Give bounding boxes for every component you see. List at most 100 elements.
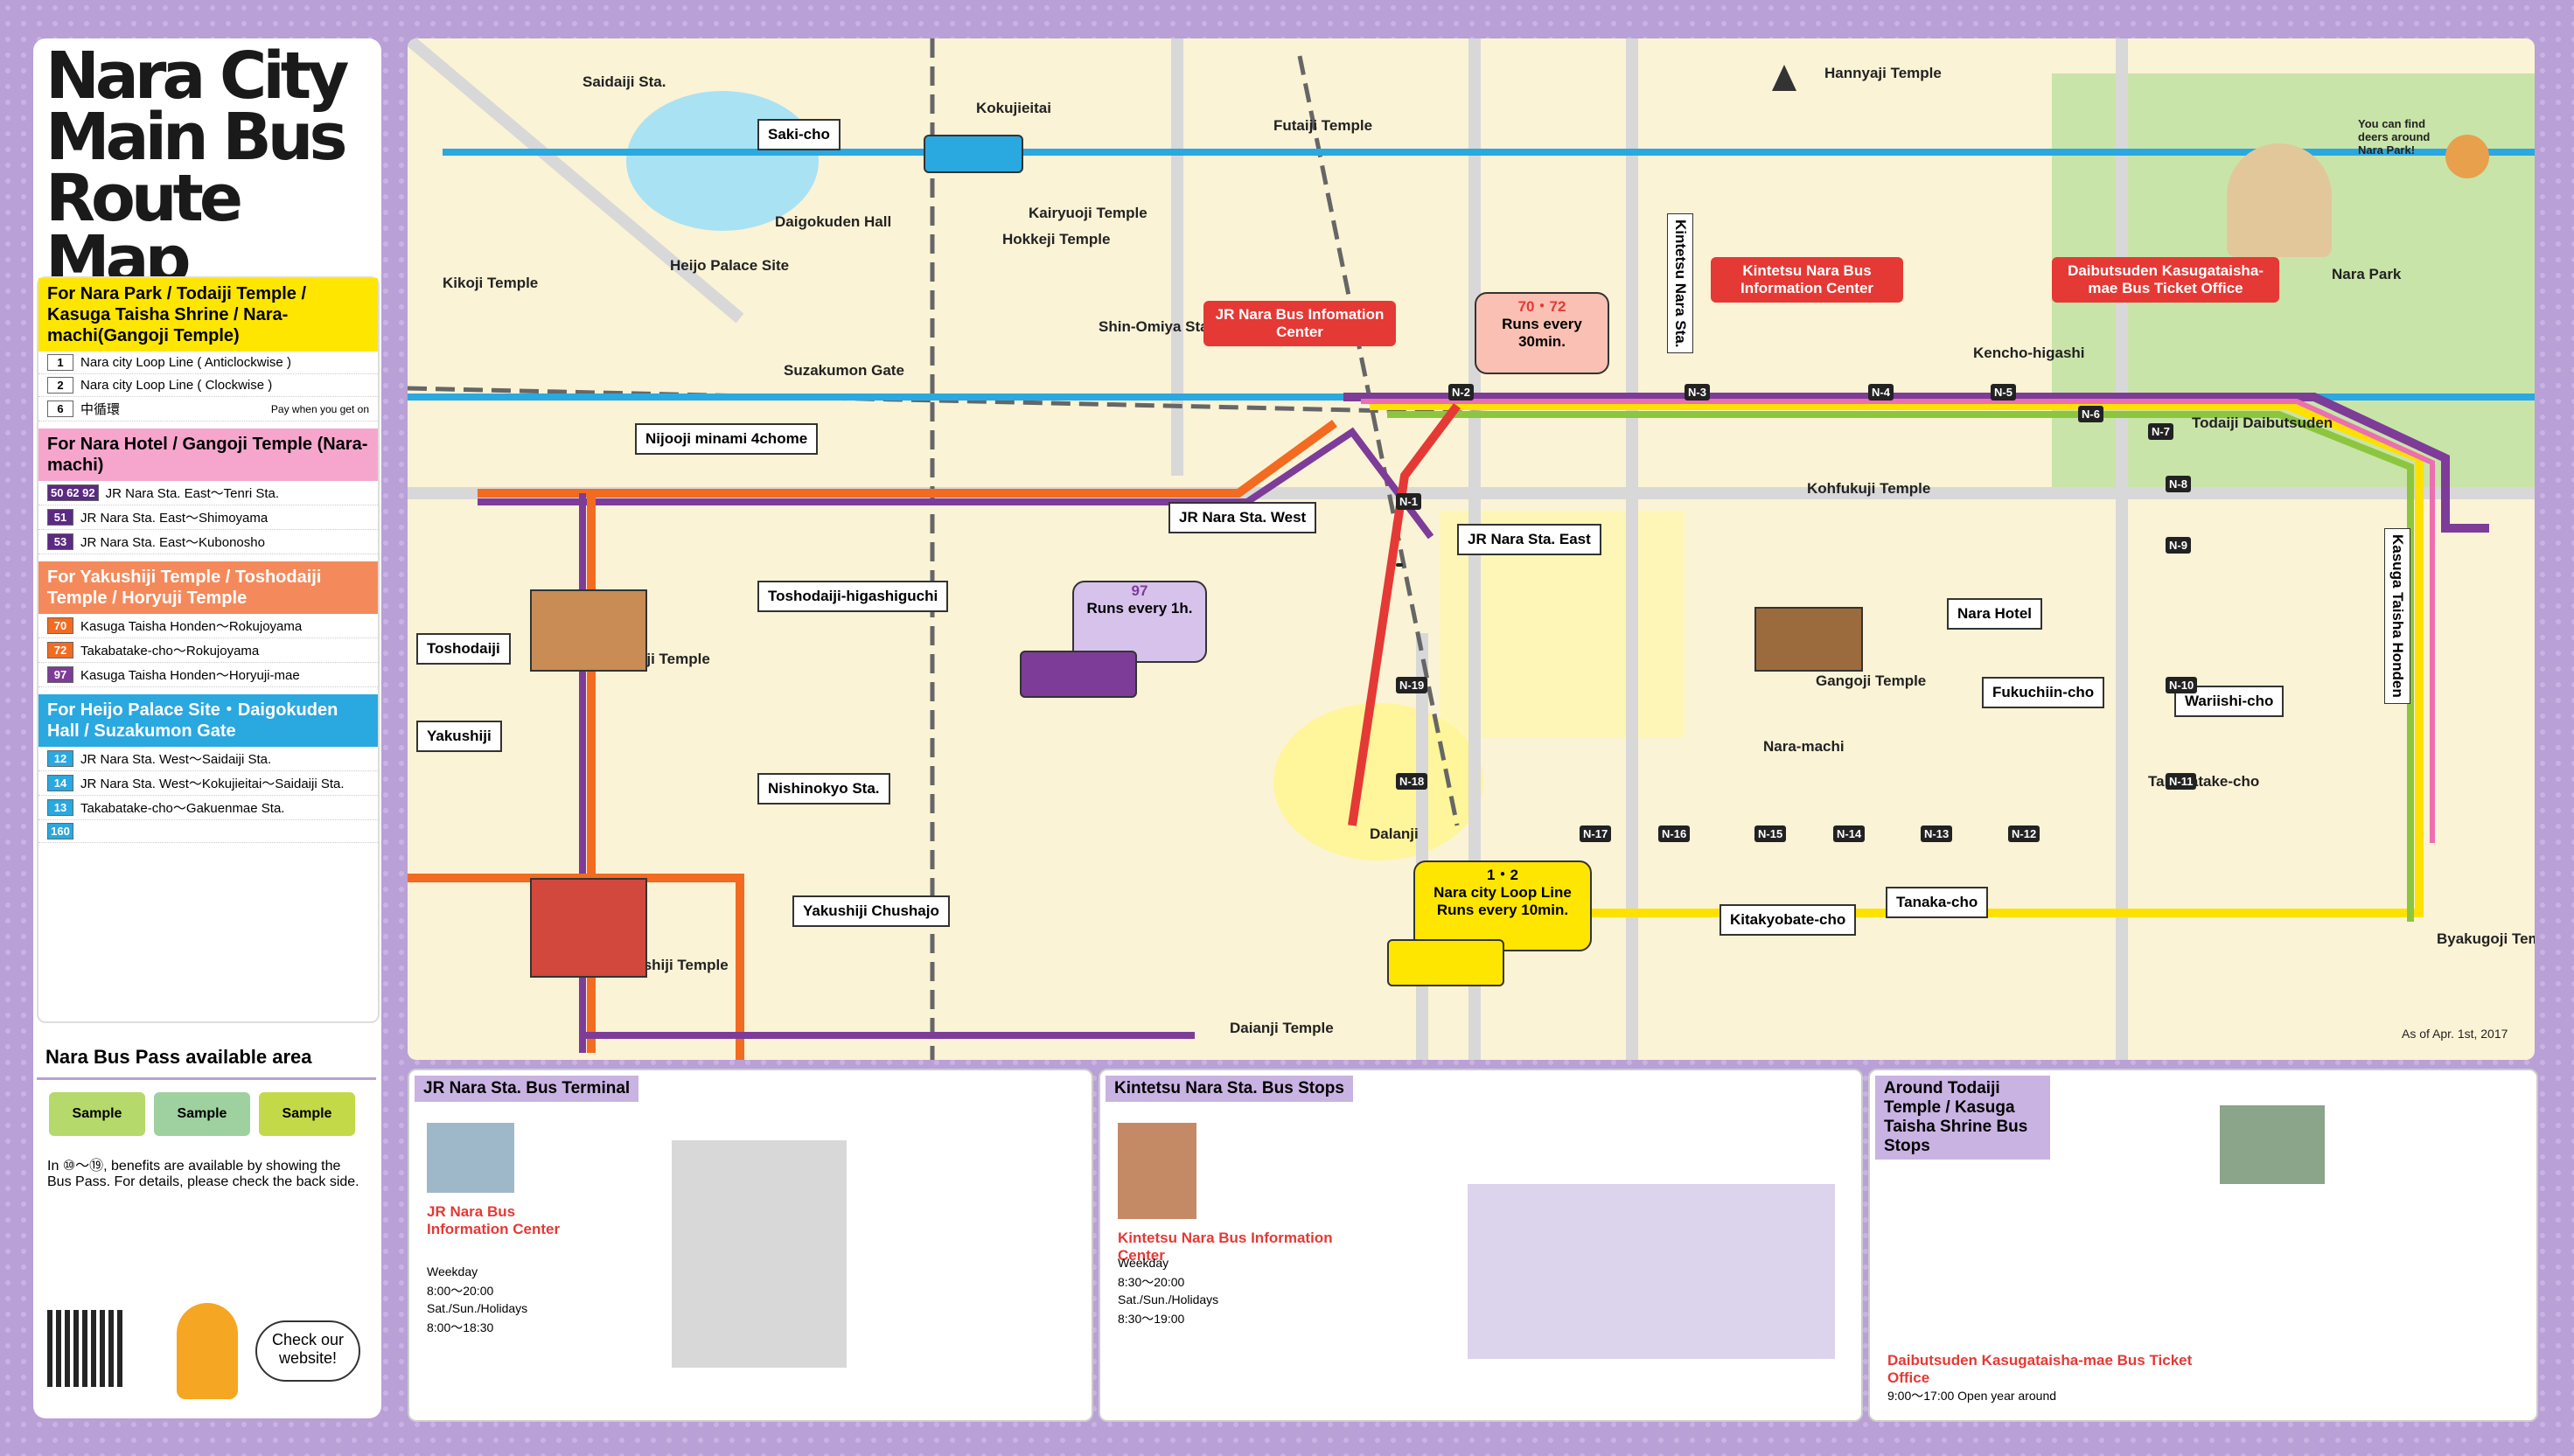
inset-info-center: JR Nara Bus Information Center bbox=[427, 1203, 561, 1237]
info-center-label: Kintetsu Nara Bus Information Center bbox=[1711, 257, 1903, 303]
building-photo-icon bbox=[427, 1123, 514, 1193]
map-label-station: Daigokuden Hall bbox=[775, 213, 892, 230]
map-label-station: Kintetsu Nara Sta. bbox=[1667, 213, 1693, 354]
map-label-station: Kitakyobate-cho bbox=[1719, 904, 1857, 936]
bus-illustration-icon bbox=[1387, 939, 1504, 986]
map-label-station: Yakushiji Chushajo bbox=[792, 895, 950, 927]
deer-mascot-icon bbox=[177, 1303, 238, 1399]
map-label-station: Toshodaiji-higashiguchi bbox=[757, 581, 949, 612]
map-label-station: Kokujieitai bbox=[976, 100, 1051, 116]
map-label-station: Dalanji bbox=[1370, 826, 1419, 842]
bus-illustration-icon bbox=[924, 135, 1023, 173]
map-label-station: JR Nara Sta. East bbox=[1457, 524, 1601, 555]
frequency-routes: 70・72 bbox=[1517, 298, 1566, 315]
bus-stop-marker: N-2 bbox=[1448, 384, 1474, 401]
legend-heading-yakushiji: For Yakushiji Temple / Toshodaiji Temple… bbox=[38, 561, 378, 614]
inset-info-center: Daibutsuden Kasugataisha-mae Bus Ticket … bbox=[1887, 1352, 2193, 1386]
buddha-illustration-icon bbox=[2227, 143, 2332, 257]
bus-pass-note: In ⑩～⑲, benefits are available by showin… bbox=[47, 1159, 359, 1189]
inset-title: Around Todaiji Temple / Kasuga Taisha Sh… bbox=[1875, 1076, 2050, 1160]
map-label-station: Fukuchiin-cho bbox=[1982, 677, 2105, 708]
frequency-text: Runs every 30min. bbox=[1502, 316, 1582, 350]
page-title: Nara City Main Bus Route Map bbox=[45, 38, 349, 297]
frequency-text: Runs every 1h. bbox=[1086, 600, 1193, 617]
map-label-station: Todaiji Daibutsuden bbox=[2192, 415, 2333, 431]
info-center-label: Daibutsuden Kasugataisha-mae Bus Ticket … bbox=[2052, 257, 2279, 303]
map-label-station: Kikoji Temple bbox=[443, 275, 539, 291]
inset-title: Kintetsu Nara Sta. Bus Stops bbox=[1106, 1076, 1353, 1102]
station-diagram bbox=[1468, 1184, 1835, 1359]
legend-heading-nara-park: For Nara Park / Todaiji Temple / Kasuga … bbox=[38, 278, 378, 352]
bus-stop-marker: N-5 bbox=[1991, 384, 2016, 401]
map-label-station: Tanaka-cho bbox=[1886, 887, 1989, 918]
qr-code-icon[interactable] bbox=[47, 1310, 124, 1387]
bus-stop-marker: N-18 bbox=[1396, 773, 1428, 790]
map-label-station: JR Nara Sta. West bbox=[1168, 502, 1317, 533]
deer-note: You can find deers around Nara Park! bbox=[2358, 117, 2431, 157]
map-label-station: Hannyaji Temple bbox=[1824, 65, 1942, 81]
map-label-station: Kairyuoji Temple bbox=[1029, 205, 1147, 221]
map-label-station: Byakugoji Temple bbox=[2437, 930, 2535, 947]
bus-stop-marker bbox=[1396, 563, 1403, 567]
bus-stop-marker: N-1 bbox=[1396, 493, 1421, 510]
bus-stop-marker: N-14 bbox=[1833, 826, 1866, 842]
inset-todaiji: Around Todaiji Temple / Kasuga Taisha Sh… bbox=[1868, 1069, 2538, 1422]
frequency-text: Nara city Loop Line Runs every 10min. bbox=[1433, 884, 1572, 918]
inset-title: JR Nara Sta. Bus Terminal bbox=[415, 1076, 639, 1102]
map-label-station: Nara-machi bbox=[1763, 738, 1845, 755]
inset-hours: Weekday bbox=[1118, 1256, 1169, 1270]
bus-stop-marker: N-10 bbox=[2166, 677, 2198, 693]
map-label-station: Futaiji Temple bbox=[1273, 117, 1373, 134]
legend-row: 160 bbox=[38, 820, 378, 843]
temple-illustration-icon bbox=[1754, 607, 1863, 672]
frequency-routes: 1・2 bbox=[1487, 867, 1518, 883]
map-label-station: Daianji Temple bbox=[1230, 1020, 1334, 1036]
legend-heading-heijo: For Heijo Palace Site・Daigokuden Hall / … bbox=[38, 694, 378, 747]
map-label-station: Kohfukuji Temple bbox=[1807, 480, 1931, 497]
pass-sample-card: Sample bbox=[154, 1092, 250, 1136]
bus-stop-marker: N-3 bbox=[1685, 384, 1710, 401]
inset-hours: 8:00～20:00 bbox=[427, 1284, 494, 1298]
map-label-station: Nishinokyo Sta. bbox=[757, 773, 890, 805]
bus-stop-marker: N-8 bbox=[2166, 476, 2191, 492]
inset-hours: 8:30～19:00 bbox=[1118, 1312, 1185, 1326]
building-photo-icon bbox=[1118, 1123, 1196, 1219]
inset-hours: 8:30～20:00 bbox=[1118, 1275, 1185, 1289]
bus-stop-marker: N-11 bbox=[2166, 773, 2197, 790]
bus-illustration-icon bbox=[1020, 651, 1137, 698]
map-label-station: Suzakumon Gate bbox=[784, 362, 904, 379]
legend-heading-nara-hotel: For Nara Hotel / Gangoji Temple (Nara-ma… bbox=[38, 428, 378, 481]
inset-kintetsu-nara: Kintetsu Nara Sta. Bus Stops Kintetsu Na… bbox=[1099, 1069, 1863, 1422]
temple-illustration-icon bbox=[530, 878, 647, 978]
bus-stop-marker: N-6 bbox=[2078, 406, 2103, 422]
map-label-station: Nara Park bbox=[2332, 266, 2402, 282]
route-map: Saidaiji Sta. Saki-cho Kokujieitai Heijo… bbox=[408, 38, 2535, 1060]
legend-panel: For Nara Park / Todaiji Temple / Kasuga … bbox=[37, 276, 380, 1023]
pass-sample-card: Sample bbox=[49, 1092, 145, 1136]
map-label-station: Hokkeji Temple bbox=[1002, 231, 1111, 247]
terminal-diagram bbox=[672, 1140, 847, 1368]
bus-stop-marker: N-15 bbox=[1754, 826, 1787, 842]
temple-illustration-icon bbox=[530, 589, 647, 672]
bus-stop-marker: N-4 bbox=[1868, 384, 1894, 401]
compass-north-icon bbox=[1772, 65, 1796, 91]
map-label-station: Kasuga Taisha Honden bbox=[2384, 528, 2410, 704]
map-label-station: Heijo Palace Site bbox=[670, 257, 790, 274]
bus-stop-marker: N-13 bbox=[1921, 826, 1953, 842]
map-label-station: Yakushiji bbox=[416, 721, 502, 752]
check-website-link[interactable]: Check our website! bbox=[255, 1320, 360, 1382]
as-of-date: As of Apr. 1st, 2017 bbox=[2402, 1027, 2508, 1041]
website-panel: Check our website! bbox=[37, 1294, 376, 1408]
inset-jr-nara: JR Nara Sta. Bus Terminal JR Nara Bus In… bbox=[408, 1069, 1093, 1422]
map-label-station: Kencho-higashi bbox=[1973, 345, 2085, 361]
inset-hours: Weekday bbox=[427, 1264, 478, 1278]
pass-sample-card: Sample bbox=[259, 1092, 355, 1136]
